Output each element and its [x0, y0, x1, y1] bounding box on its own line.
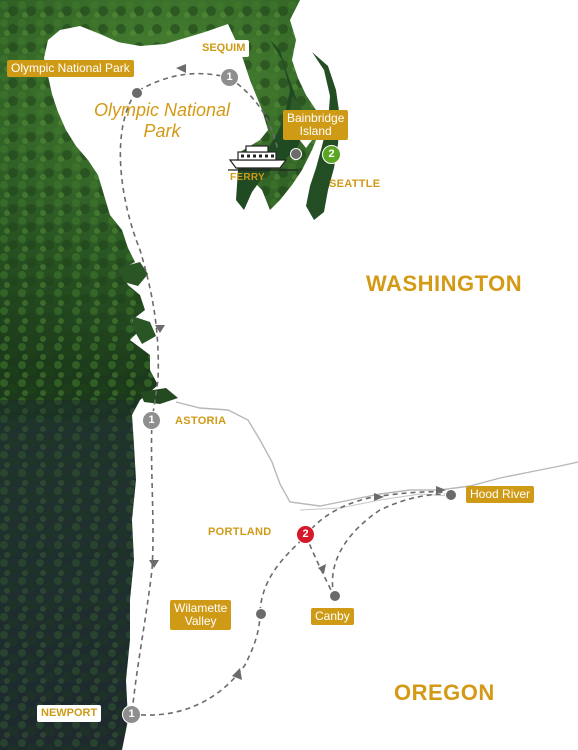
label-newport: NEWPORT: [37, 705, 102, 722]
label-canby: Canby: [311, 608, 354, 625]
badge-astoria: 1: [142, 411, 161, 430]
label-willamette-line-2: Valley: [184, 614, 217, 628]
park-label: Olympic National Park: [88, 100, 236, 142]
label-sequim: SEQUIM: [198, 40, 250, 57]
label-olympic-national-park: Olympic National Park: [7, 60, 134, 77]
label-bainbridge-island: Bainbridge Island: [283, 110, 349, 140]
badge-newport: 1: [122, 705, 141, 724]
label-astoria: ASTORIA: [175, 415, 227, 427]
stop-dot-bainbridge: [290, 148, 302, 160]
badge-sequim: 1: [220, 68, 239, 87]
state-label-oregon: OREGON: [394, 680, 495, 705]
ferry-icon: [228, 145, 298, 171]
stop-dot-canby: [329, 590, 341, 602]
label-bainbridge-line-1: Bainbridge: [287, 111, 345, 125]
land-mass: [44, 0, 578, 750]
stop-dot-willamette: [255, 608, 267, 620]
park-label-line-1: Olympic National: [93, 100, 231, 120]
label-bainbridge-line-2: Island: [299, 124, 332, 138]
label-willamette-valley: Wilamette Valley: [170, 600, 232, 630]
badge-seattle: 2: [322, 145, 341, 164]
park-label-line-2: Park: [143, 121, 181, 141]
label-portland: PORTLAND: [208, 526, 272, 538]
route-arrows: [149, 64, 446, 680]
label-hood-river: Hood River: [466, 486, 535, 503]
stop-dot-olympic: [131, 87, 143, 99]
label-ferry: FERRY: [230, 172, 266, 183]
stop-dot-hood-river: [445, 489, 457, 501]
label-willamette-line-1: Wilamette: [174, 601, 228, 615]
columbia-river: [175, 401, 578, 507]
label-seattle: SEATTLE: [329, 178, 381, 190]
badge-portland: 2: [296, 525, 315, 544]
state-label-washington: WASHINGTON: [366, 271, 523, 296]
